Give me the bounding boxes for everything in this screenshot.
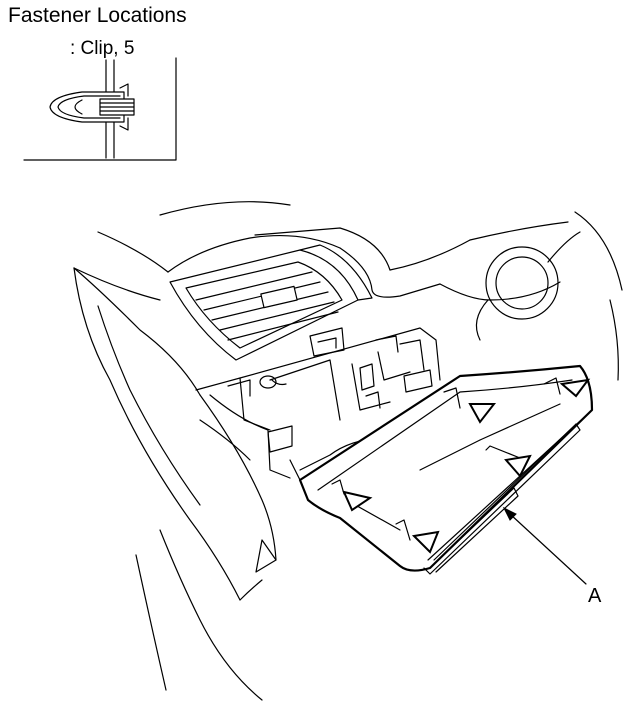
clip-marker-icon	[411, 530, 440, 554]
callout-label-a: A	[588, 585, 602, 607]
clip-marker-icon	[468, 403, 497, 424]
center-air-vent	[169, 244, 373, 361]
clip-marker-icon	[342, 490, 373, 512]
left-knee-panel	[73, 267, 277, 701]
clip-detail-icon	[49, 59, 135, 159]
right-air-vent	[475, 231, 581, 341]
legend-frame	[23, 57, 177, 161]
fastener-clip-label: : Clip, 5	[70, 38, 135, 59]
lower-cover-panel-a	[298, 364, 594, 575]
clip-markers	[342, 378, 591, 554]
callout-arrow-a	[502, 506, 587, 585]
clip-marker-icon	[559, 378, 591, 398]
clip-marker-icon	[504, 454, 532, 478]
legend-title: Fastener Locations	[8, 4, 187, 27]
